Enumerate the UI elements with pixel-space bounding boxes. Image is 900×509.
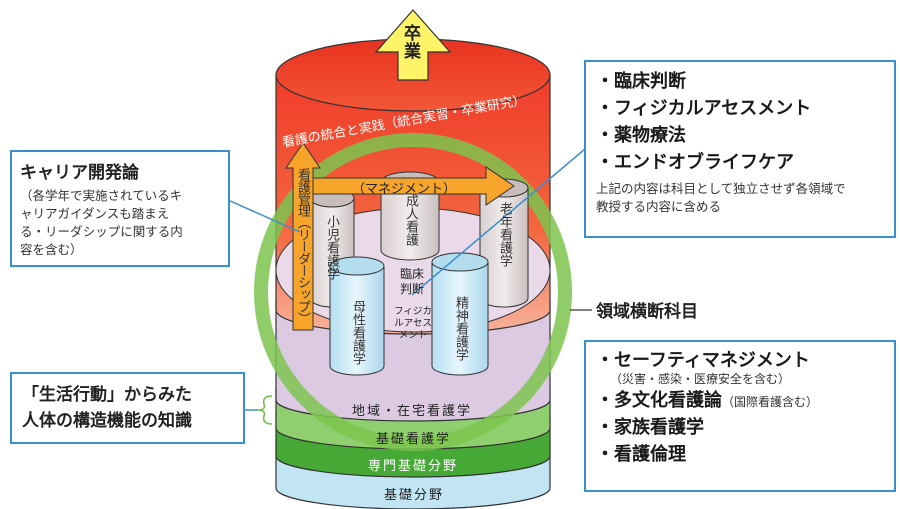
cross-field-ring: [254, 133, 572, 451]
topic-item: ・エンドオブライフケア: [596, 152, 794, 173]
pillar-maternal: [329, 256, 385, 376]
career-development-box: キャリア開発論 （各学年で実施されているキ ャリアガイダンスも踏まえ る・リーダ…: [10, 150, 230, 267]
leadership-arrow: [285, 142, 321, 331]
lifestyle-line-1: 「生活行動」からみた: [22, 385, 192, 405]
connector-topics: [411, 137, 599, 296]
physical-assessment-label: フィジカルアセスメント: [394, 306, 432, 341]
cross-item-safety: ・セーフティマネジメント: [596, 350, 810, 371]
graduation-label: 卒業: [400, 24, 420, 60]
topic-item: ・臨床判断: [596, 71, 686, 92]
lifestyle-line-2: 人体の構造機能の知識: [22, 411, 192, 431]
brace: [257, 395, 273, 425]
pillar-psychiatric: [431, 252, 489, 376]
cross-item-family: ・家族看護学: [596, 417, 704, 438]
adult-label: 成人看護: [403, 194, 418, 246]
leadership-label: 看護管理（リーダーシップ）: [295, 168, 310, 324]
clinical-judgment-label: 臨床判断: [399, 267, 424, 296]
cross-field-box: ・セーフティマネジメント （災害・感染・医療安全を含む） ・多文化看護論（国際看…: [584, 340, 896, 492]
career-line-1: （各学年で実施されているキ: [20, 188, 183, 203]
gerontological-label: 老年看護学: [497, 202, 512, 267]
cross-item-ethics: ・看護倫理: [596, 444, 686, 465]
cross-item-safety-sub: （災害・感染・医療安全を含む）: [610, 372, 791, 386]
topic-item: ・フィジカルアセスメント: [596, 98, 812, 119]
topics-note-1: 上記の内容は科目として独立させず各領域で: [596, 181, 846, 196]
psychiatric-label: 精神看護学: [453, 296, 468, 361]
cross-item-multicultural-note: （国際看護含む）: [722, 395, 819, 409]
pediatric-label: 小児看護学: [324, 215, 339, 280]
connector-career: [227, 199, 301, 233]
cross-item-multicultural-row: ・多文化看護論（国際看護含む）: [596, 387, 884, 414]
topics-note-2: 教授する内容に含める: [596, 199, 722, 214]
cross-field-label: 領域横断科目: [596, 302, 698, 322]
topic-item: ・薬物療法: [596, 125, 686, 146]
specialized-basic-layer-label: 専門基礎分野: [368, 459, 459, 474]
maternal-label: 母性看護学: [350, 300, 365, 365]
basic-field-layer-label: 基礎分野: [384, 488, 445, 503]
lifestyle-knowledge-box: 「生活行動」からみた 人体の構造機能の知識: [10, 372, 245, 444]
community-layer-label: 地域・在宅看護学: [352, 404, 473, 419]
management-arrow: [295, 166, 515, 206]
career-line-4: 容を含む）: [20, 242, 83, 257]
career-line-2: ャリアガイダンスも踏まえ: [20, 206, 170, 221]
cross-item-multicultural: ・多文化看護論: [596, 390, 722, 411]
graduation-arrow: [374, 9, 452, 81]
integrated-topics-box: ・臨床判断 ・フィジカルアセスメント ・薬物療法 ・エンドオブライフケア 上記の…: [584, 60, 896, 238]
career-title: キャリア開発論: [20, 163, 139, 183]
career-line-3: る・リーダシップに関する内: [20, 224, 183, 239]
management-label: （マネジメント）: [352, 182, 457, 197]
basic-nursing-layer-label: 基礎看護学: [376, 432, 452, 447]
